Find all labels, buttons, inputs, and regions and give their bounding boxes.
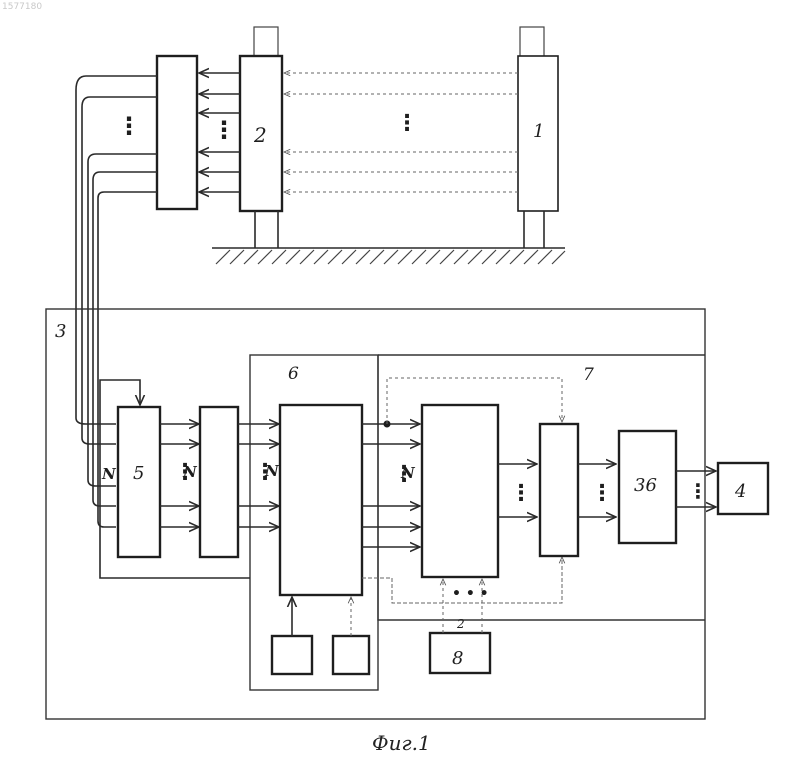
system-3: 3 6 7 5 N ⋮ N ⋮ N [46, 309, 716, 719]
label-n-3: N [264, 462, 280, 480]
block-converter-top [157, 56, 197, 209]
block-6-sub-left [272, 636, 312, 674]
block-7-selector [540, 424, 578, 556]
block-6-sub-right [333, 636, 369, 674]
label-block-7: 7 [583, 365, 594, 385]
label-block-6: 6 [288, 364, 299, 384]
label-n-4: N [400, 464, 416, 482]
ellipsis-top-mid: ⋮ [212, 116, 236, 144]
ellipsis-top-right: ⋮ [396, 111, 418, 136]
ellipsis-selector-in: ⋮ [510, 481, 532, 506]
label-n-2: N [182, 463, 198, 481]
label-two: 2 [456, 617, 465, 631]
block-6-main [280, 405, 362, 595]
ellipsis-top-left: ⋮ [117, 112, 141, 140]
block-converter-bottom [200, 407, 238, 557]
ground-hatching [212, 248, 565, 264]
label-block-2: 2 [253, 123, 267, 147]
label-block-4: 4 [734, 481, 746, 502]
label-n-1: N [101, 465, 117, 483]
label-block-5: 5 [133, 463, 144, 484]
block-7-processor [422, 405, 498, 577]
ellipsis-36-in: ⋮ [591, 481, 613, 506]
document-number: 1577180 [2, 2, 42, 12]
label-system-3: 3 [55, 321, 66, 342]
ellipsis-8: • • • [452, 586, 489, 602]
label-block-8: 8 [452, 648, 463, 669]
ellipsis-4-in: ⋮ [688, 479, 708, 503]
figure-caption: Фиг.1 [372, 731, 431, 755]
label-block-36: 36 [634, 475, 657, 496]
label-block-1: 1 [533, 121, 544, 142]
